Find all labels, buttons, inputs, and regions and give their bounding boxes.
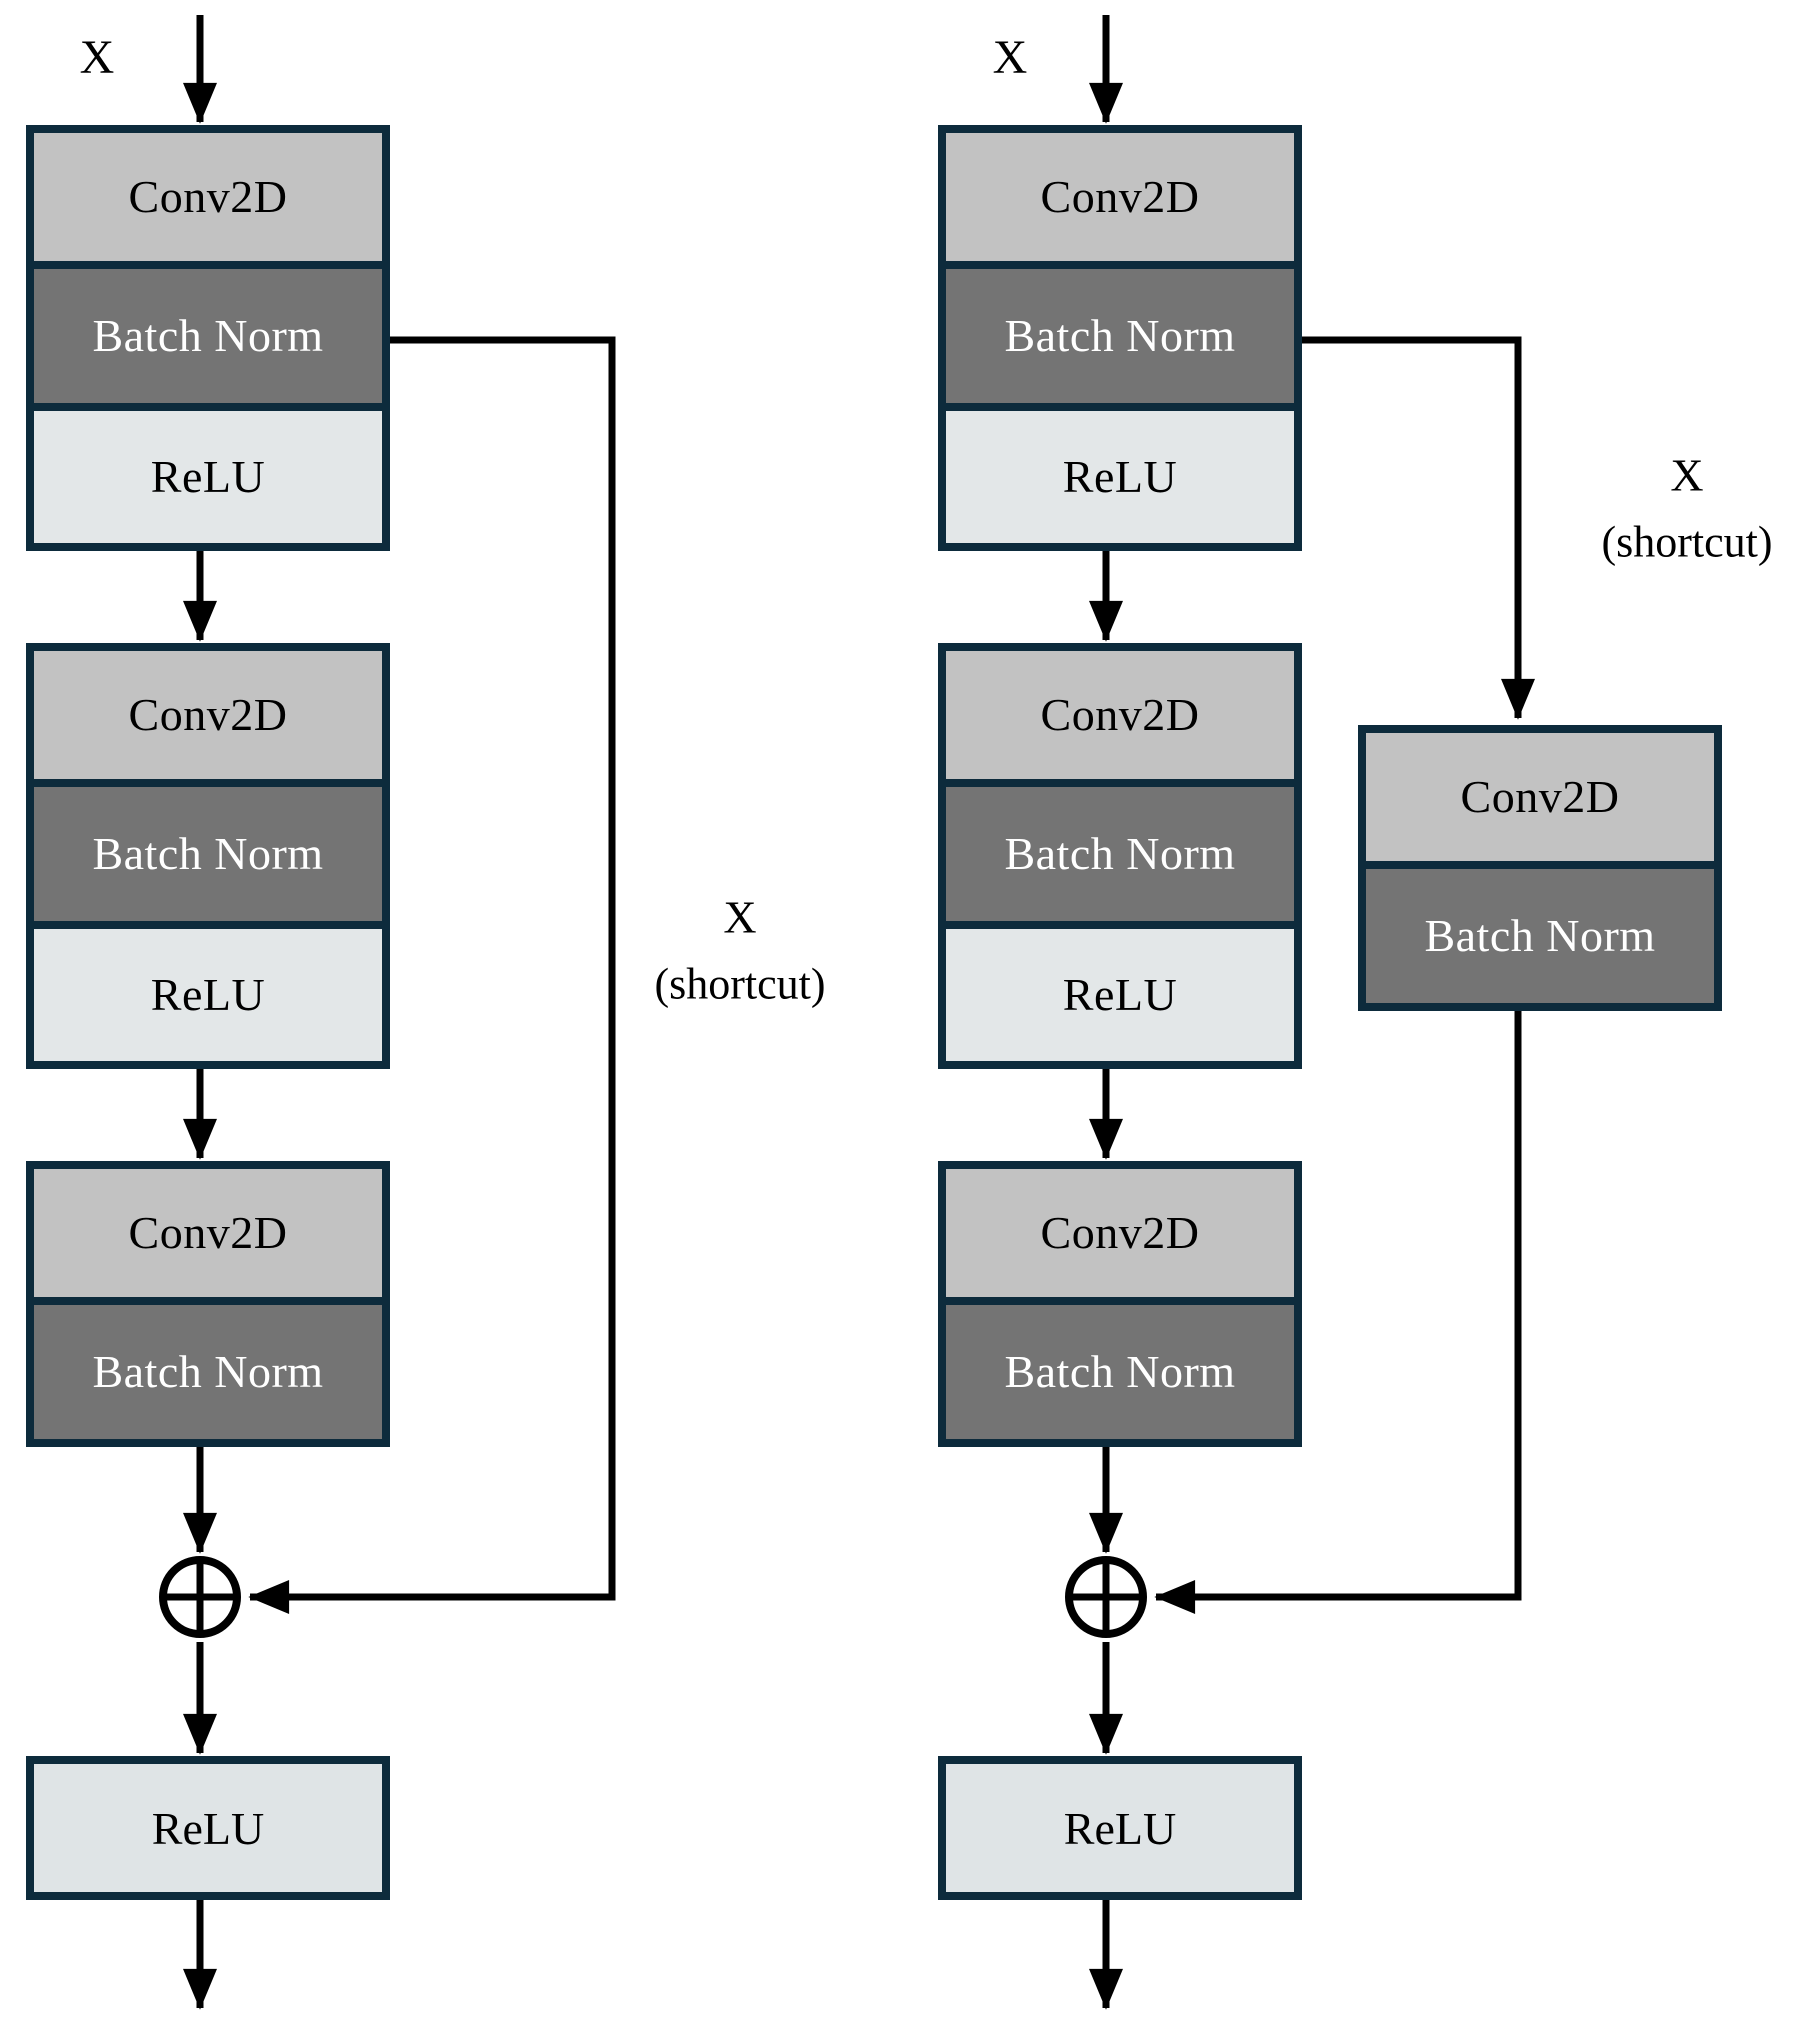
conv2d-block: Conv2D [34,651,382,779]
conv2d-block: Conv2D [946,1169,1294,1297]
batch-norm-block: Batch Norm [34,1297,382,1439]
right-shortcut-label-text: (shortcut) [1601,517,1773,567]
relu-block: ReLU [34,921,382,1061]
relu-block: ReLU [946,921,1294,1061]
left-stack-3: Conv2D Batch Norm [26,1161,390,1447]
left-shortcut-line [248,336,616,1614]
right-output-relu-block: ReLU [938,1756,1302,1900]
conv2d-block: Conv2D [946,651,1294,779]
conv2d-block: Conv2D [1366,733,1714,861]
left-input-label: X [79,31,115,84]
right-stack-3: Conv2D Batch Norm [938,1161,1302,1447]
left-shortcut-label-x: X [723,891,757,943]
left-shortcut-label: X (shortcut) [654,883,825,1018]
right-shortcut-block: Conv2D Batch Norm [1358,725,1722,1011]
right-stack-1: Conv2D Batch Norm ReLU [938,125,1302,551]
right-shortcut-label-x: X [1670,449,1704,501]
right-input-label: X [992,31,1028,84]
conv2d-block: Conv2D [34,133,382,261]
right-shortcut-line-lower [1154,1011,1522,1614]
relu-block: ReLU [34,403,382,543]
conv2d-block: Conv2D [34,1169,382,1297]
batch-norm-block: Batch Norm [1366,861,1714,1003]
left-stack-2: Conv2D Batch Norm ReLU [26,643,390,1069]
add-icon-right [1065,1556,1147,1638]
batch-norm-block: Batch Norm [946,779,1294,921]
add-icon-left [159,1556,241,1638]
left-stack-1: Conv2D Batch Norm ReLU [26,125,390,551]
left-output-relu-block: ReLU [26,1756,390,1900]
batch-norm-block: Batch Norm [34,261,382,403]
conv2d-block: Conv2D [946,133,1294,261]
batch-norm-block: Batch Norm [946,1297,1294,1439]
right-stack-2: Conv2D Batch Norm ReLU [938,643,1302,1069]
right-shortcut-line-upper [1302,336,1535,720]
right-shortcut-label: X (shortcut) [1601,441,1772,576]
left-shortcut-label-text: (shortcut) [654,959,826,1009]
batch-norm-block: Batch Norm [34,779,382,921]
relu-block: ReLU [946,403,1294,543]
batch-norm-block: Batch Norm [946,261,1294,403]
